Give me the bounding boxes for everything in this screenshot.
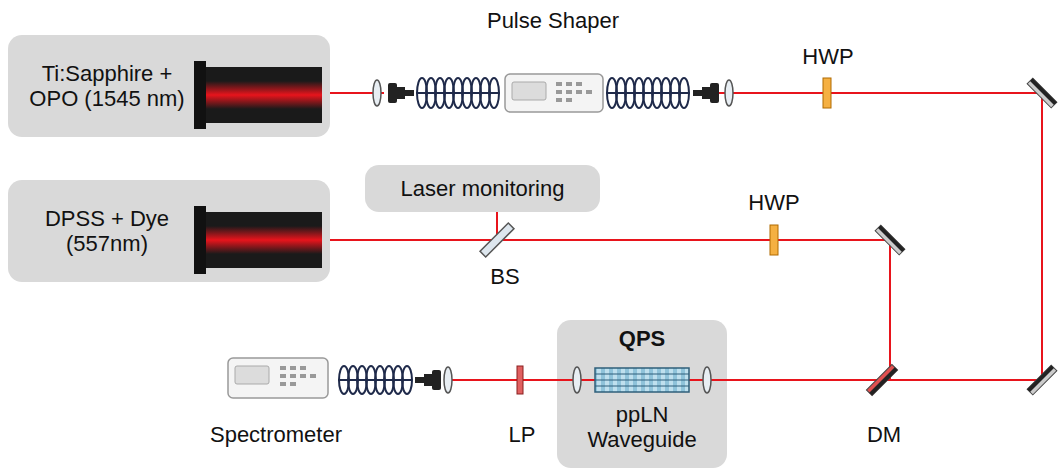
component-label: BS	[490, 264, 519, 289]
laser-source-box: Ti:Sapphire + OPO (1545 nm)	[8, 35, 330, 137]
half-wave-plate	[823, 78, 831, 108]
long-pass-filter	[517, 366, 523, 394]
pulse-shaper-instrument	[505, 74, 603, 112]
spectrometer-instrument	[228, 358, 328, 398]
component-label: HWP	[748, 190, 799, 215]
box-title: QPS	[562, 326, 722, 351]
box-title: DPSS + Dye (557nm)	[18, 206, 196, 256]
fiber-loop	[489, 78, 499, 108]
mirror	[1027, 365, 1057, 395]
component-label: HWP	[802, 44, 853, 69]
lens	[373, 80, 381, 106]
monitor-box: Laser monitoring	[365, 165, 600, 212]
component-label: LP	[509, 422, 536, 447]
box-title: Ti:Sapphire + OPO (1545 nm)	[18, 61, 196, 111]
qps-box: QPS ppLN Waveguide	[557, 320, 727, 468]
component-label: Spectrometer	[210, 422, 342, 447]
fiber-loop	[402, 366, 412, 394]
component-label: Pulse Shaper	[487, 8, 619, 33]
component-label: DM	[867, 422, 901, 447]
half-wave-plate	[770, 225, 778, 255]
fiber-loop	[679, 78, 689, 108]
laser-beam	[330, 212, 497, 240]
mirror	[1027, 78, 1057, 108]
laser-source-box: DPSS + Dye (557nm)	[8, 180, 330, 282]
fiber-coupler	[415, 370, 441, 390]
mirror	[875, 225, 905, 255]
fiber-coupler	[388, 83, 414, 103]
fiber-coupler	[693, 83, 719, 103]
lens	[444, 367, 452, 393]
box-label: ppLN Waveguide	[567, 402, 717, 452]
beam-splitter	[480, 223, 514, 257]
lens	[725, 80, 733, 106]
fiber	[606, 92, 690, 94]
fiber	[416, 92, 500, 94]
beam	[452, 379, 557, 381]
dichroic-mirror	[866, 364, 897, 395]
box-title: Laser monitoring	[371, 176, 594, 201]
